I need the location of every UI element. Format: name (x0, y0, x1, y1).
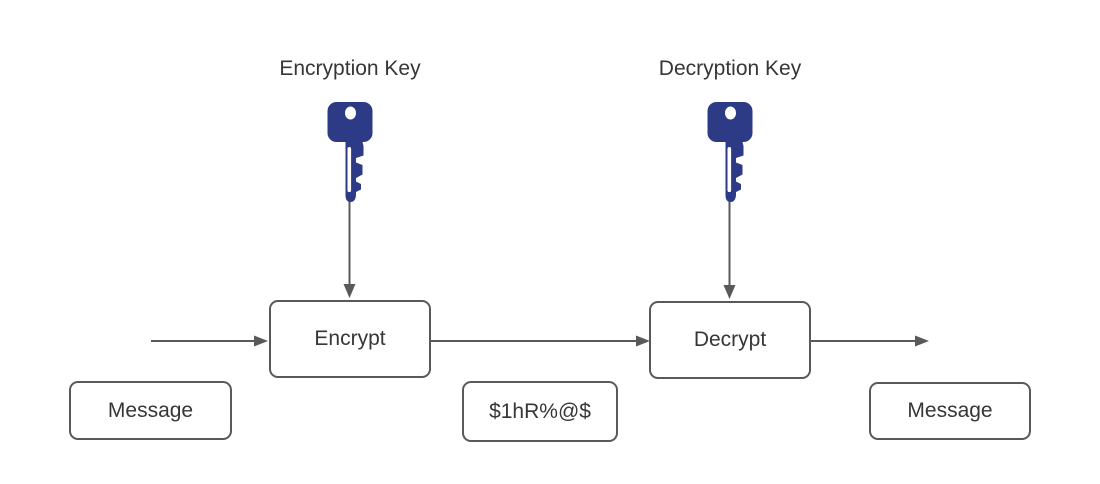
decryption-key-label: Decryption Key (658, 57, 802, 80)
arrow-decryption-key-to-decrypt (723, 200, 736, 299)
decrypt-box: Decrypt (649, 301, 811, 379)
encrypt-box-label: Encrypt (314, 327, 386, 350)
encrypt-box: Encrypt (269, 300, 431, 378)
decrypt-box-label: Decrypt (693, 328, 767, 351)
arrow-encryption-key-to-encrypt (343, 200, 356, 298)
key-icon (327, 102, 373, 202)
message-in-label: Message (107, 398, 194, 422)
arrow-input-to-encrypt (151, 335, 268, 347)
encryption-key-label: Encryption Key (279, 57, 421, 80)
arrow-encrypt-to-decrypt (431, 335, 650, 347)
ciphertext-label: $1hR%@$ (489, 399, 591, 423)
ciphertext-box: $1hR%@$ (462, 381, 618, 442)
arrow-decrypt-to-output (811, 335, 929, 347)
message-out-label: Message (907, 399, 993, 422)
message-in-box: Message (69, 381, 232, 440)
message-out-box: Message (869, 382, 1031, 440)
key-icon (707, 102, 753, 202)
